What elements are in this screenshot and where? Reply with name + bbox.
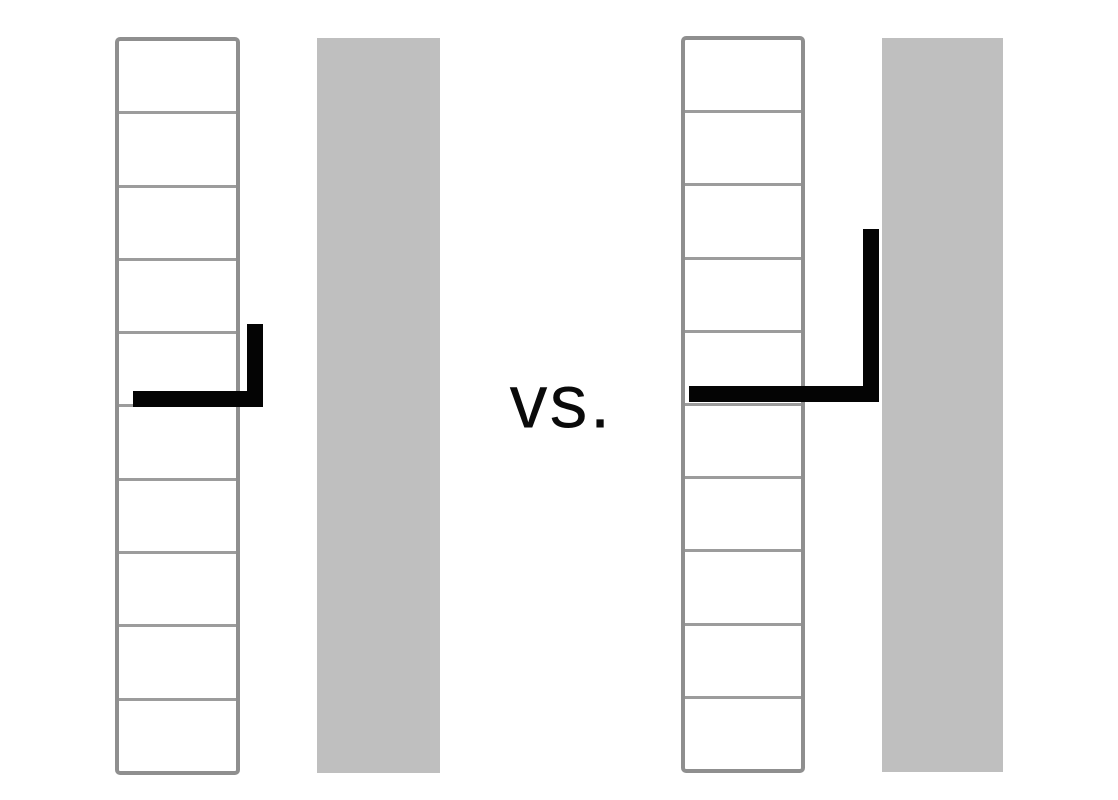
left-bracket-horizontal: [133, 391, 263, 407]
ladder-cell: [685, 110, 801, 183]
ladder-cell: [685, 622, 801, 696]
vs-label: vs.: [509, 359, 613, 445]
ladder-cell: [119, 41, 236, 111]
ladder-cell: [119, 624, 236, 697]
left-bracket-vertical: [247, 324, 263, 407]
ladder-cell: [119, 257, 236, 331]
right-bracket-horizontal: [689, 386, 879, 402]
ladder-cell: [685, 695, 801, 769]
ladder-cell: [685, 549, 801, 622]
ladder-cell: [119, 697, 236, 771]
ladder-cell: [119, 184, 236, 258]
ladder-cell: [119, 331, 236, 404]
right-gray-bar: [882, 38, 1003, 772]
ladder-cell: [119, 404, 236, 477]
right-bracket-vertical: [863, 229, 879, 402]
ladder-cell: [685, 476, 801, 549]
ladder-cell: [119, 551, 236, 624]
ladder-cell: [685, 183, 801, 256]
left-gray-bar: [317, 38, 440, 773]
ladder-cell: [685, 256, 801, 330]
ladder-cell: [119, 111, 236, 184]
ladder-cell: [685, 403, 801, 476]
ladder-cell: [685, 40, 801, 110]
right-ladder: [681, 36, 805, 773]
ladder-cell: [119, 477, 236, 551]
ladder-cell: [685, 329, 801, 403]
